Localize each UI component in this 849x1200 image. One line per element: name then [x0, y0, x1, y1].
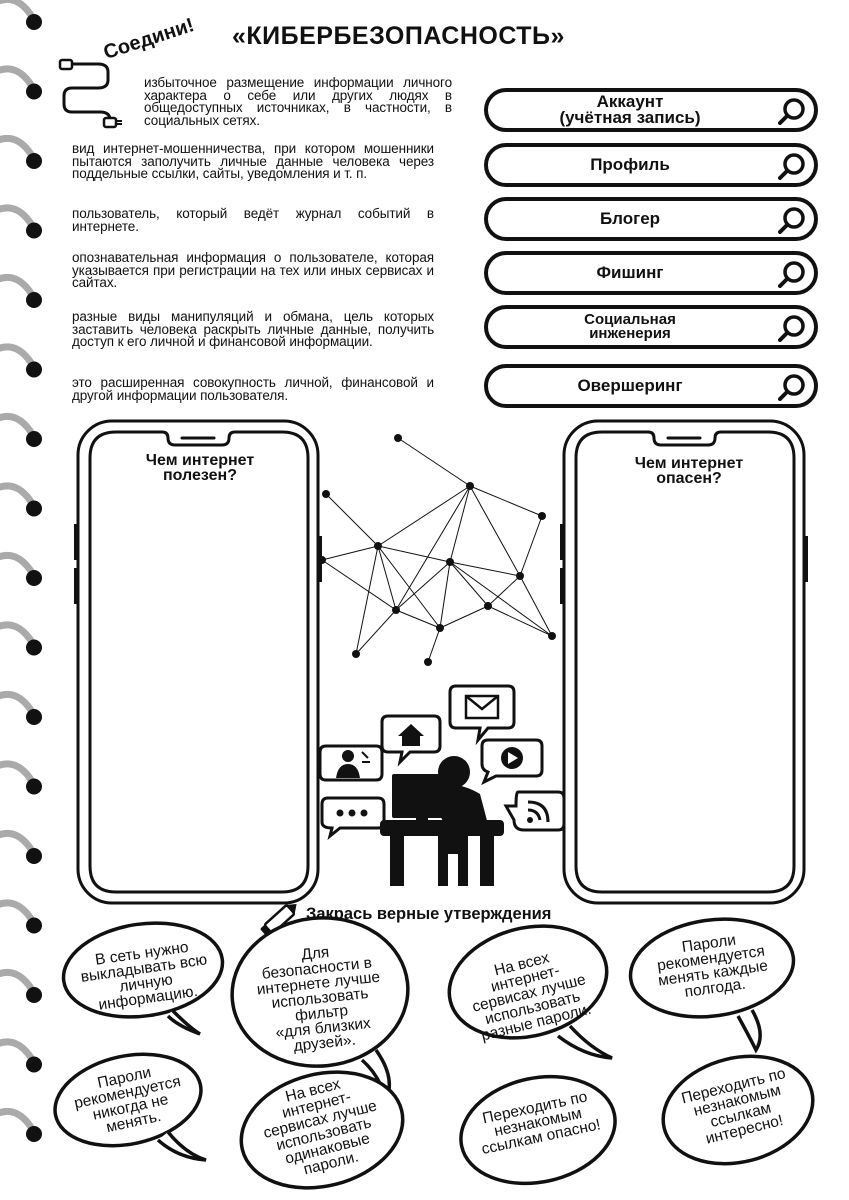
mail-icon	[448, 684, 516, 746]
term-label: Блогер	[599, 209, 661, 228]
term-label: Овершеринг	[577, 376, 683, 395]
term-label-2: инженерия	[589, 325, 671, 342]
definition-5: разные виды манипуляций и обмана, цель к…	[72, 309, 434, 349]
page-title: «КИБЕРБЕЗОПАСНОСТЬ»	[232, 22, 565, 50]
ring-icon	[0, 760, 42, 795]
phone-right	[560, 419, 808, 905]
term-label: Социальная	[584, 311, 676, 328]
definition-2: вид интернет-мошенничества, при котором …	[72, 141, 434, 181]
phone-right-line1: Чем интернет	[634, 455, 744, 472]
ring-icon	[0, 829, 42, 864]
ring-icon	[0, 412, 42, 447]
network-icon	[320, 434, 556, 666]
phone-left-question: Чем интернет полезен?	[110, 452, 290, 484]
definition-4: опознавательная информация о пользовател…	[72, 250, 434, 290]
spiral-binding	[0, 0, 42, 1142]
ring-icon	[0, 1038, 42, 1073]
term-blogger[interactable]: Блогер	[484, 197, 818, 241]
ring-icon	[0, 621, 42, 656]
search-icon	[778, 261, 805, 288]
term-label: Профиль	[590, 155, 670, 174]
section-title: Закрась верные утверждения	[306, 905, 552, 923]
search-icon	[778, 153, 805, 180]
definition-3: пользователь, который ведёт журнал событ…	[72, 206, 434, 234]
ring-icon	[0, 204, 42, 239]
home-icon	[380, 714, 442, 767]
phone-left-line2: полезен?	[163, 467, 237, 484]
ring-icon	[0, 899, 42, 934]
ring-icon	[0, 273, 42, 308]
ring-icon	[0, 134, 42, 169]
ring-icon	[0, 968, 42, 1003]
search-icon	[778, 98, 805, 125]
ring-icon	[0, 65, 42, 100]
term-account[interactable]: Аккаунт(учётная запись)	[484, 88, 818, 132]
ring-icon	[0, 343, 42, 378]
phone-right-question: Чем интернет опасен?	[599, 455, 779, 487]
phone-left	[74, 419, 322, 905]
definition-6: это расширенная совокупность личной, фин…	[72, 375, 434, 403]
term-label-2: (учётная запись)	[559, 108, 701, 127]
definition-1: избыточное размещение информации личного…	[144, 75, 452, 128]
user-at-computer-icon	[318, 684, 566, 886]
term-profile[interactable]: Профиль	[484, 143, 818, 187]
ring-icon	[0, 551, 42, 586]
connect-label: Соедини!	[100, 14, 197, 65]
term-label: Аккаунт	[596, 92, 664, 111]
term-oversharing[interactable]: Овершеринг	[484, 364, 818, 408]
term-label: Фишинг	[596, 263, 664, 282]
search-icon	[778, 374, 805, 401]
ring-icon	[0, 1107, 42, 1142]
cable-icon	[58, 58, 122, 129]
ring-icon	[0, 482, 42, 517]
phone-left-line1: Чем интернет	[145, 452, 255, 469]
play-icon	[480, 738, 544, 786]
ring-icon	[0, 690, 42, 725]
rss-icon	[503, 790, 566, 832]
ring-icon	[0, 0, 42, 30]
phone-call-icon	[318, 744, 384, 782]
phone-right-line2: опасен?	[656, 470, 722, 487]
search-icon	[778, 315, 805, 342]
chat-icon	[320, 796, 386, 840]
statement-bubbles	[53, 916, 815, 1190]
term-phishing[interactable]: Фишинг	[484, 251, 818, 295]
search-icon	[778, 207, 805, 234]
